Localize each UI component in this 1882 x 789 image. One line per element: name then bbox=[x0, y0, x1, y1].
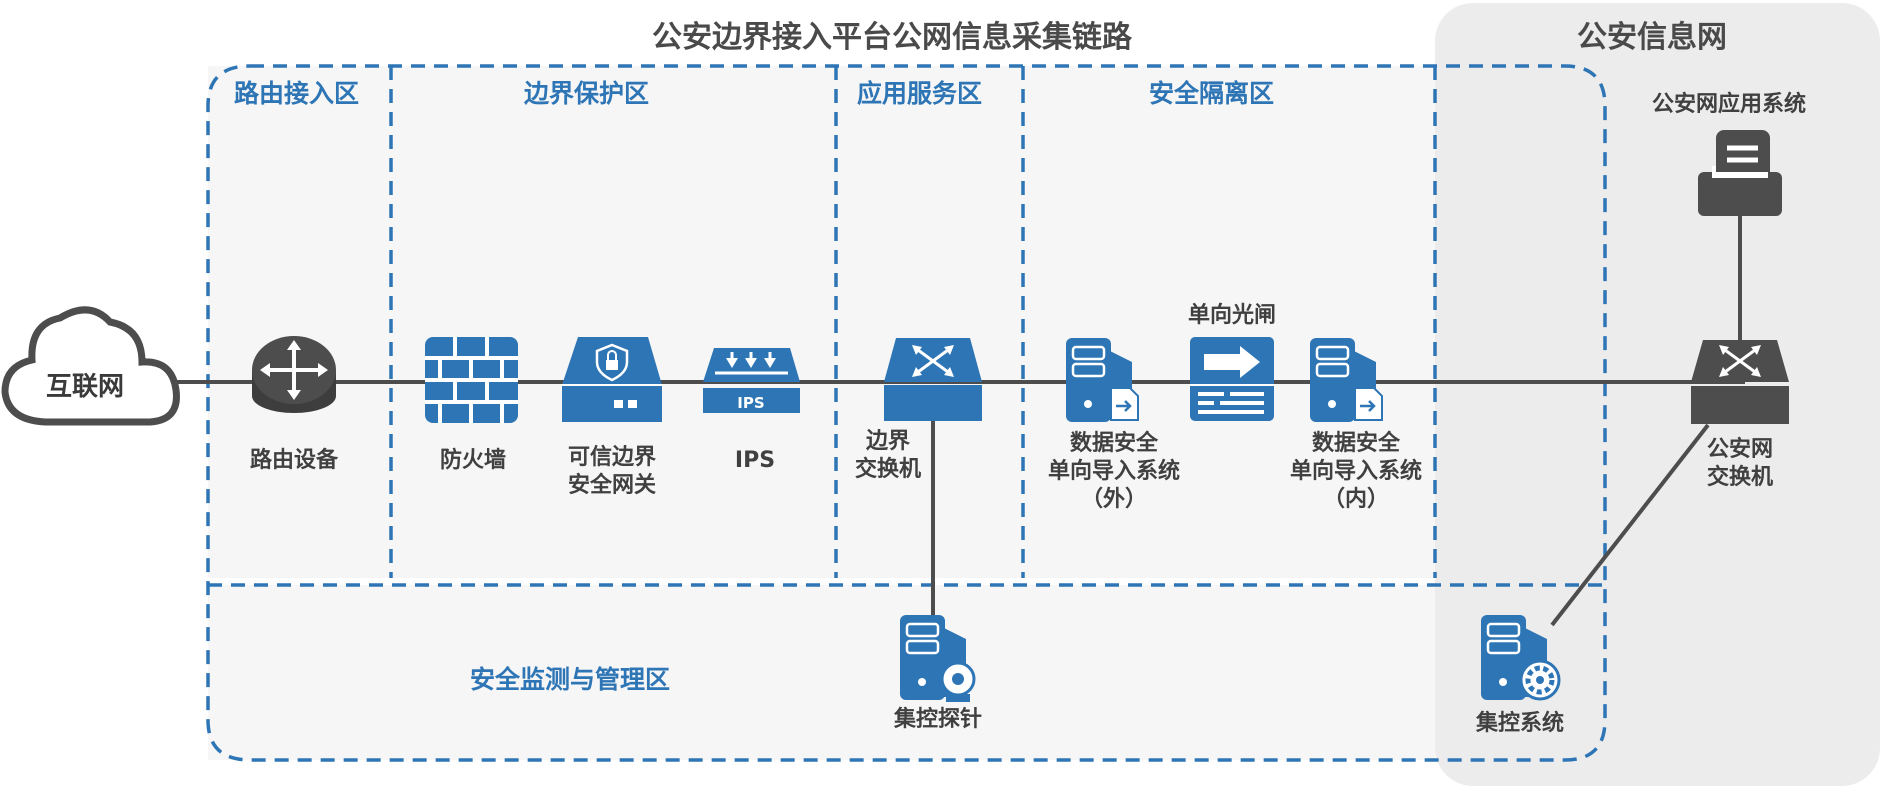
police-switch-icon bbox=[1691, 340, 1789, 424]
zone-monitor-fill bbox=[208, 585, 1435, 760]
gateway-icon bbox=[562, 337, 662, 422]
firewall-icon bbox=[425, 337, 518, 423]
import-outer-label-line1: 数据安全 bbox=[1069, 431, 1158, 456]
firewall-label: 防火墙 bbox=[439, 448, 506, 473]
zone-label-isolation: 安全隔离区 bbox=[1149, 79, 1275, 108]
ips-badge-text: IPS bbox=[737, 394, 764, 412]
police-network-title: 公安信息网 bbox=[1577, 20, 1727, 55]
control-system-icon bbox=[1481, 615, 1561, 701]
gateway-label-line2: 安全网关 bbox=[567, 473, 656, 498]
import-inner-label-line1: 数据安全 bbox=[1311, 431, 1400, 456]
gate-label: 单向光闸 bbox=[1187, 303, 1276, 328]
gate-icon bbox=[1190, 337, 1274, 421]
probe-label: 集控探针 bbox=[893, 707, 982, 732]
control-system-label: 集控系统 bbox=[1475, 711, 1564, 736]
ips-icon: IPS bbox=[703, 348, 800, 413]
probe-icon bbox=[900, 615, 976, 702]
control-link-line bbox=[1550, 423, 1710, 627]
zone-label-monitor: 安全监测与管理区 bbox=[470, 665, 671, 694]
import-inner-label-line3: （内） bbox=[1322, 487, 1389, 512]
import-outer-label-line2: 单向导入系统 bbox=[1047, 459, 1180, 484]
gateway-label: 可信边界 安全网关 bbox=[552, 444, 672, 500]
import-outer-icon bbox=[1066, 338, 1139, 422]
router-label: 路由设备 bbox=[249, 448, 338, 473]
zone-routing-fill bbox=[208, 66, 391, 578]
boundary-switch-label-line1: 边界 bbox=[865, 429, 910, 454]
police-app-label: 公安网应用系统 bbox=[1652, 92, 1807, 117]
import-inner-label-line2: 单向导入系统 bbox=[1289, 459, 1422, 484]
zone-isolation-fill bbox=[1023, 66, 1435, 578]
boundary-switch-label: 边界 交换机 bbox=[848, 428, 928, 484]
police-app-icon bbox=[1698, 130, 1782, 216]
import-outer-label-line3: （外） bbox=[1080, 487, 1147, 512]
import-inner-label: 数据安全 单向导入系统 （内） bbox=[1276, 430, 1436, 514]
diagram-title: 公安边界接入平台公网信息采集链路 bbox=[652, 20, 1132, 55]
import-inner-icon bbox=[1310, 338, 1383, 422]
zone-label-routing: 路由接入区 bbox=[234, 79, 360, 108]
boundary-switch-label-line2: 交换机 bbox=[854, 457, 921, 482]
zone-label-app-service: 应用服务区 bbox=[857, 79, 983, 108]
zone-app-fill bbox=[836, 66, 1023, 578]
zone-outer-border bbox=[206, 64, 1607, 762]
zone-boundary-fill bbox=[391, 66, 836, 578]
internet-label: 互联网 bbox=[46, 372, 125, 402]
import-outer-label: 数据安全 单向导入系统 （外） bbox=[1034, 430, 1194, 514]
boundary-switch-icon bbox=[884, 338, 982, 421]
ips-label: IPS bbox=[734, 448, 776, 473]
cloud-icon bbox=[1, 306, 180, 426]
police-switch-label-line1: 公安网 bbox=[1706, 437, 1773, 462]
police-switch-label-line2: 交换机 bbox=[1706, 465, 1773, 490]
router-icon bbox=[252, 336, 336, 413]
zone-label-boundary: 边界保护区 bbox=[524, 79, 650, 108]
police-switch-label: 公安网 交换机 bbox=[1690, 436, 1790, 492]
gateway-label-line1: 可信边界 bbox=[567, 445, 656, 470]
